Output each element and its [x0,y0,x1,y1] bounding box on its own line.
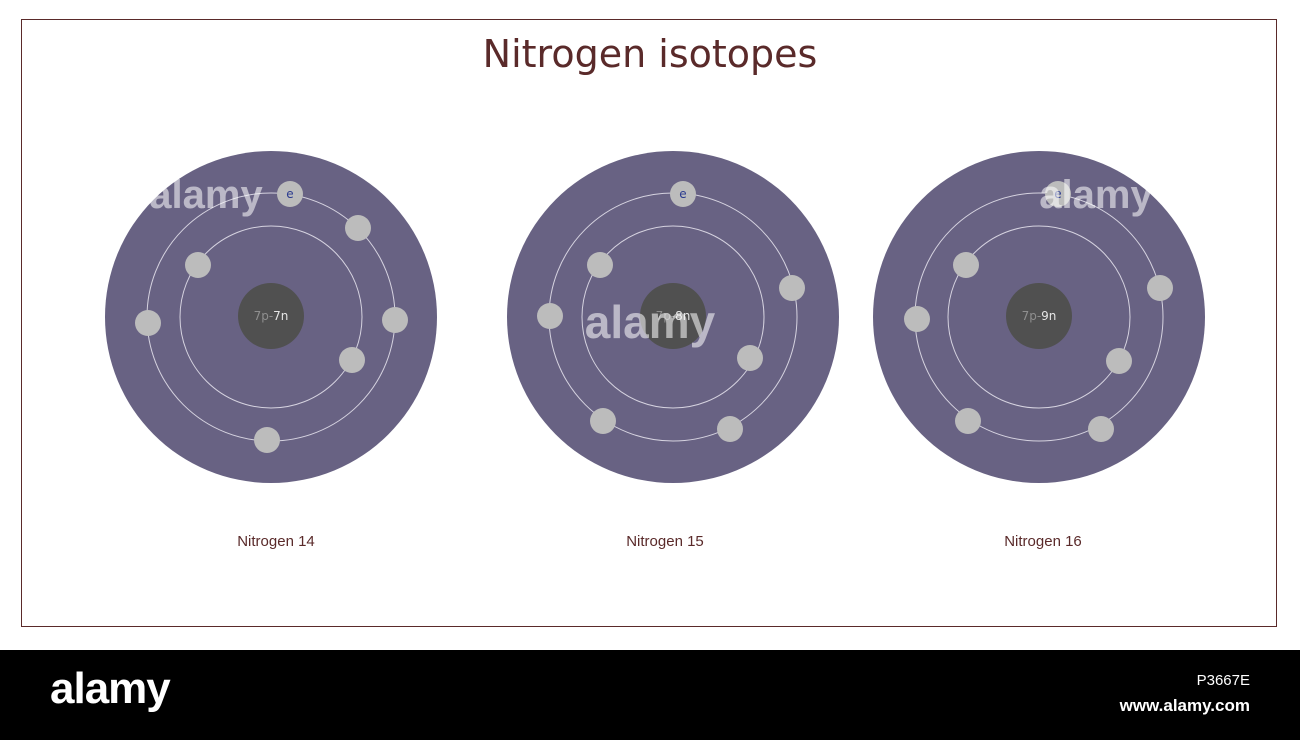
electron [339,347,365,373]
electron [345,215,371,241]
electron [1045,181,1071,207]
brand-url: www.alamy.com [1119,696,1250,715]
nucleus-separator: - [269,309,273,323]
electron [382,307,408,333]
electron [590,408,616,434]
electron [185,252,211,278]
electron [779,275,805,301]
neutron-count: 7n [273,309,288,323]
brand-logo: alamy [50,664,171,713]
nucleus [238,283,304,349]
atom-label: Nitrogen 15 [626,533,704,550]
atoms-diagram: 7p-7n e Nitrogen 14 7p-8n e Nitrogen 15 [105,151,1205,550]
neutron-count: 8n [675,309,690,323]
atom-nitrogen-15: 7p-8n e Nitrogen 15 [507,151,839,550]
electron [277,181,303,207]
atom-label: Nitrogen 14 [237,533,315,550]
atom-nitrogen-14: 7p-7n e Nitrogen 14 [105,151,437,550]
nucleus-separator: - [1037,309,1041,323]
watermark-bar: alamy P3667E www.alamy.com [0,650,1300,740]
nucleus-label: 7p-9n [1022,309,1057,323]
nucleus [1006,283,1072,349]
atom-label: Nitrogen 16 [1004,533,1082,550]
atom-nitrogen-16: 7p-9n e Nitrogen 16 [873,151,1205,550]
neutron-count: 9n [1041,309,1056,323]
watermark-text: alamy [585,296,716,348]
image-id: P3667E [1196,672,1250,689]
electron [737,345,763,371]
electron-symbol: e [679,187,686,201]
proton-count: 7p [656,309,671,323]
electron-symbol: e [286,187,293,201]
electron [537,303,563,329]
page-title: Nitrogen isotopes [482,32,818,76]
nucleus-label: 7p-7n [254,309,289,323]
inner-orbit [581,225,765,409]
watermark-text: alamy [149,173,263,217]
electron [135,310,161,336]
electron [254,427,280,453]
nucleus-label: 7p-8n [656,309,691,323]
electron [955,408,981,434]
electron [953,252,979,278]
electron [587,252,613,278]
electron [904,306,930,332]
proton-count: 7p [1022,309,1037,323]
nucleus [640,283,706,349]
electron-symbol: e [1054,187,1061,201]
electron [717,416,743,442]
electron [1088,416,1114,442]
proton-count: 7p [254,309,269,323]
inner-orbit [179,225,363,409]
nucleus-separator: - [671,309,675,323]
inner-orbit [947,225,1131,409]
watermark-text: alamy [1039,173,1153,217]
electron [1147,275,1173,301]
electron [1106,348,1132,374]
electron [670,181,696,207]
